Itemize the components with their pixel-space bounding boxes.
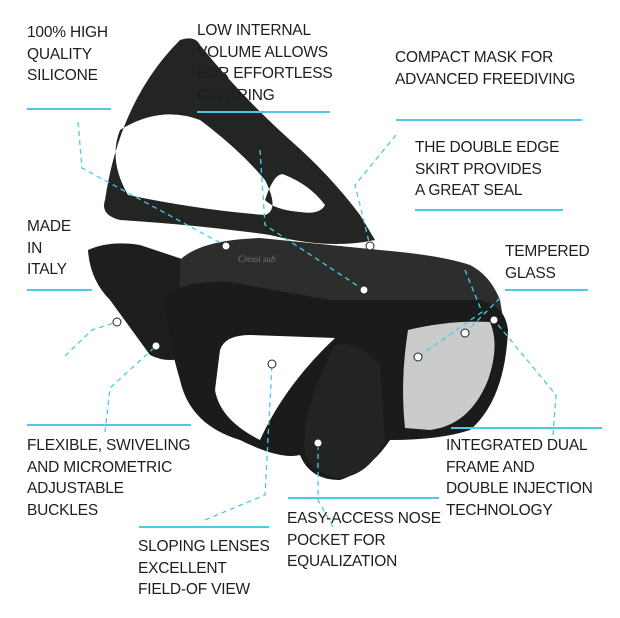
callout-line: EXCELLENT — [138, 559, 227, 577]
callout-line: CLEARING — [197, 86, 275, 104]
callout-line: SILICONE — [27, 67, 98, 84]
rule-nose — [288, 497, 439, 499]
callout-line: ITALY — [27, 261, 67, 278]
leader-skirt — [417, 269, 483, 358]
rule-silicone — [27, 108, 111, 110]
callout-frame: INTEGRATED DUAL FRAME AND DOUBLE INJECTI… — [446, 435, 593, 521]
callout-dot — [313, 438, 323, 448]
leader-buckles — [104, 345, 157, 433]
leader-nose — [317, 443, 334, 528]
callout-line: INTEGRATED DUAL — [446, 437, 588, 454]
callout-buckles: FLEXIBLE, SWIVELING AND MICROMETRIC ADJU… — [27, 435, 191, 521]
callout-line: IN — [27, 239, 43, 257]
callout-line: MADE — [27, 218, 71, 235]
rule-skirt — [415, 209, 563, 211]
callout-nose: EASY-ACCESS NOSE POCKET FOR EQUALIZATION — [287, 508, 441, 573]
rule-italy — [27, 289, 92, 291]
callout-dot — [365, 241, 375, 251]
callout-line: ADVANCED FREEDIVING — [395, 70, 576, 88]
leader-silicone — [77, 121, 227, 247]
callout-dot — [413, 352, 423, 362]
leader-frame — [493, 319, 557, 436]
callout-line: A GREAT SEAL — [415, 182, 523, 199]
callout-line: FIELD-OF VIEW — [138, 581, 250, 598]
callout-line: LOW INTERNAL — [197, 22, 311, 39]
leader-italy — [64, 321, 118, 357]
rule-frame — [451, 427, 602, 429]
rule-compact — [396, 119, 582, 121]
callout-volume: LOW INTERNAL VOLUME ALLOWS FOR EFFORTLES… — [197, 20, 333, 106]
callout-italy: MADE IN ITALY — [27, 216, 71, 281]
leader-lenses — [204, 363, 273, 521]
callout-line: POCKET FOR — [287, 531, 386, 549]
callout-dot — [460, 328, 470, 338]
callout-line: AND MICROMETRIC — [27, 458, 173, 476]
callout-compact: COMPACT MASK FOR ADVANCED FREEDIVING — [395, 47, 575, 90]
rule-lenses — [139, 526, 269, 528]
callout-line: VOLUME ALLOWS — [197, 43, 328, 61]
callout-silicone: 100% HIGH QUALITY SILICONE — [27, 22, 108, 87]
callout-line: FOR EFFORTLESS — [197, 65, 333, 82]
callout-line: SKIRT PROVIDES — [415, 160, 542, 178]
callout-dot — [221, 241, 231, 251]
callout-line: FLEXIBLE, SWIVELING — [27, 437, 191, 454]
callout-line: ADJUSTABLE — [27, 480, 124, 497]
callout-dot — [267, 359, 277, 369]
buckle-left — [88, 243, 190, 360]
rule-buckles — [27, 424, 191, 426]
lens-left — [215, 335, 335, 440]
callout-line: DOUBLE INJECTION — [446, 480, 593, 497]
callout-line: EQUALIZATION — [287, 553, 398, 570]
brand-mark: Cressi sub — [238, 254, 276, 264]
callout-line: TEMPERED — [505, 243, 590, 260]
leader-volume — [259, 149, 365, 291]
mask-strap — [104, 38, 375, 245]
nose-pocket — [304, 344, 385, 478]
callout-glass: TEMPERED GLASS — [505, 241, 590, 284]
callout-line: GLASS — [505, 264, 556, 282]
callout-line: BUCKLES — [27, 501, 98, 519]
callout-dot — [359, 285, 369, 295]
rule-volume — [197, 111, 330, 113]
callout-line: FRAME AND — [446, 458, 535, 476]
callout-line: TECHNOLOGY — [446, 501, 553, 519]
callout-line: THE DOUBLE EDGE — [415, 139, 560, 156]
callout-line: EASY-ACCESS NOSE — [287, 510, 441, 527]
lens-right — [403, 321, 495, 430]
callout-line: COMPACT MASK FOR — [395, 49, 554, 66]
rule-glass — [505, 289, 588, 291]
callout-dot — [489, 315, 499, 325]
callout-line: 100% HIGH — [27, 24, 108, 41]
callout-line: QUALITY — [27, 45, 92, 63]
callout-line: SLOPING LENSES — [138, 538, 270, 555]
leader-compact — [354, 134, 397, 247]
callout-lenses: SLOPING LENSES EXCELLENT FIELD-OF VIEW — [138, 536, 270, 601]
callout-dot — [151, 341, 161, 351]
callout-skirt: THE DOUBLE EDGE SKIRT PROVIDES A GREAT S… — [415, 137, 559, 202]
callout-dot — [112, 317, 122, 327]
